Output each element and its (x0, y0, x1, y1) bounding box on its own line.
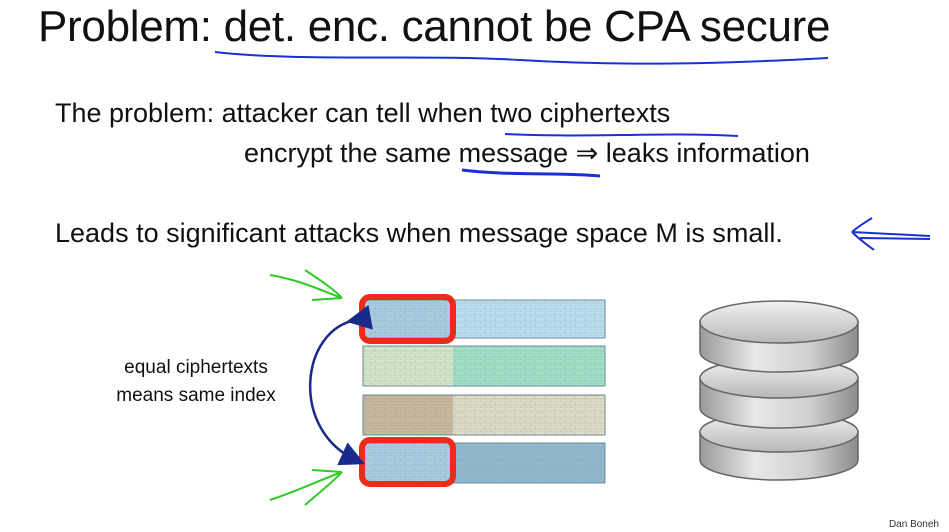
index-caption: equal ciphertexts means same index (96, 354, 296, 410)
attack-arrow (851, 217, 931, 251)
slide-title: Problem: det. enc. cannot be CPA secure (38, 2, 831, 51)
table-row (362, 299, 606, 339)
caption-line-1: equal ciphertexts (124, 357, 268, 378)
message-underline (461, 168, 601, 178)
caption-line-2: means same index (116, 385, 276, 406)
problem-line-1: The problem: attacker can tell when two … (55, 98, 671, 128)
problem-line-2: encrypt the same message ⇒ leaks informa… (244, 138, 810, 168)
table-row (362, 394, 606, 436)
green-arrow-bottom (269, 469, 343, 506)
table-row (362, 345, 606, 387)
curve-arrow (309, 305, 373, 466)
title-underline (214, 51, 829, 65)
database-icon (699, 300, 859, 481)
ciphertexts-underline (504, 133, 739, 137)
attack-statement: Leads to significant attacks when messag… (55, 218, 783, 248)
table-row (362, 442, 606, 484)
author-credit: Dan Boneh (888, 519, 939, 530)
green-arrow-top (269, 269, 343, 301)
ciphertext-table (362, 299, 606, 484)
